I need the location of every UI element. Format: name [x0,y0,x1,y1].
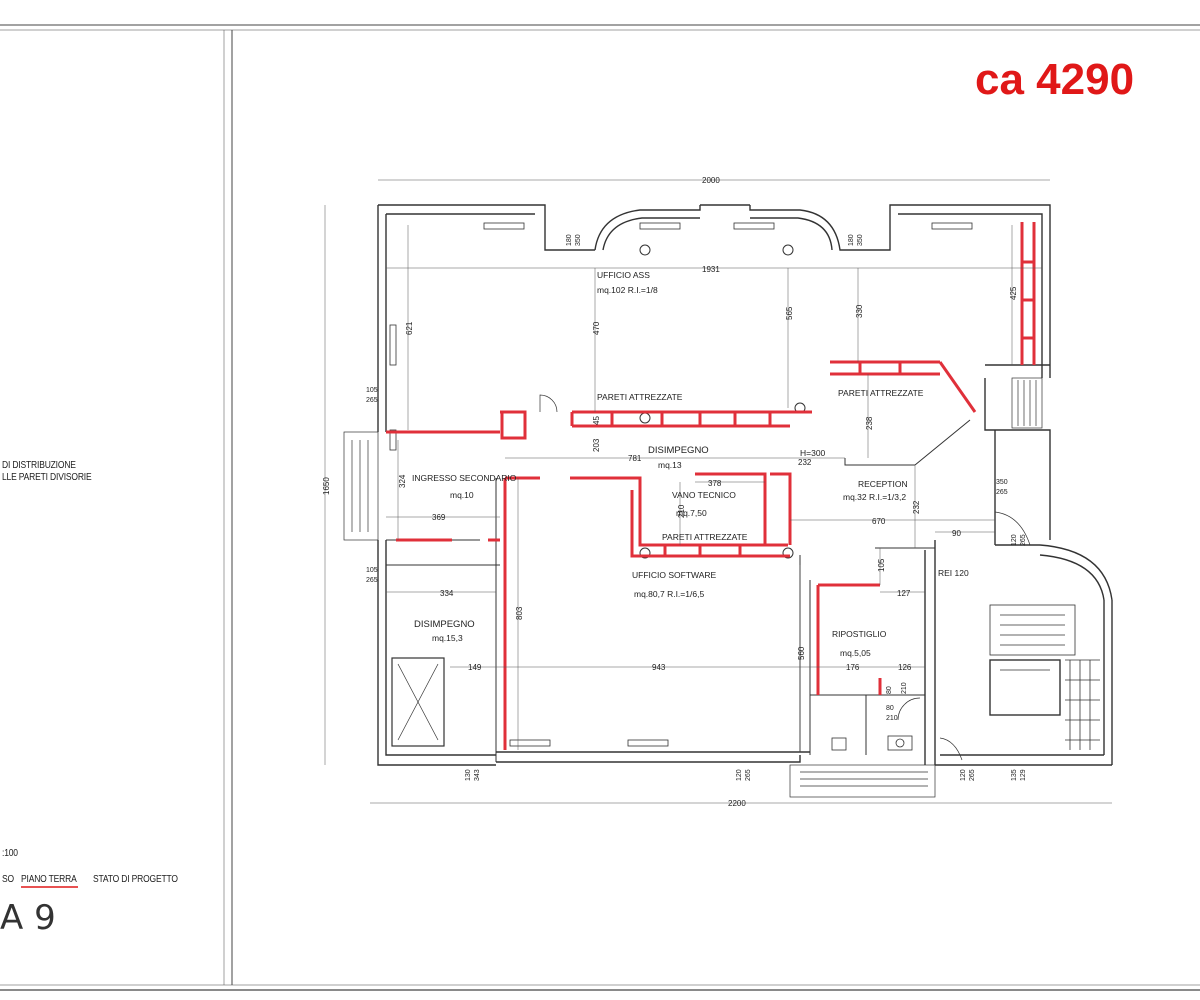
dim-334: 334 [440,589,454,598]
dim-560: 560 [797,646,806,660]
dim-803: 803 [515,606,524,620]
right-stair-top [1011,377,1043,429]
disimpegno-2-info: mq.15,3 [432,633,463,643]
dim-232-a: 232 [798,458,812,467]
dim-232-b: 232 [912,500,921,514]
dim-149: 149 [468,663,482,672]
floor-label: PIANO TERRA [21,874,77,885]
dim-425: 425 [1009,286,1018,300]
scale-label: :100 [2,848,18,859]
opening-350-b: 350 [857,234,864,246]
vano-tecnico-label: VANO TECNICO [672,490,736,500]
project-status: STATO DI PROGETTO [93,874,178,885]
dim-378: 378 [708,479,722,488]
reception-info: mq.32 R.I.=1/3,2 [843,492,906,502]
dim-126: 126 [898,663,912,672]
opening-129: 129 [1020,769,1027,781]
stairwell [989,604,1100,750]
dim-2200: 2200 [728,799,746,808]
opening-120-c: 120 [960,769,967,781]
pareti-attrezzate-label-1: PARETI ATTREZZATE [597,392,683,402]
dim-1650: 1650 [322,477,331,495]
exterior-walls [377,204,1113,766]
opening-265-f: 265 [969,769,976,781]
doors [539,394,1031,761]
ufficio-ass-info: mq.102 R.I.=1/8 [597,285,658,295]
opening-105-b: 105 [366,567,378,574]
lift [391,657,445,747]
opening-265-d: 265 [1020,534,1027,546]
dim-2000: 2000 [702,176,720,185]
opening-265-b: 265 [366,577,378,584]
opening-343: 343 [474,769,481,781]
ripostiglio-label: RIPOSTIGLIO [832,629,887,639]
opening-350-265: 350 [996,479,1008,486]
dim-210-b: 210 [901,682,908,694]
dim-176: 176 [846,663,860,672]
disimpegno-label: DISIMPEGNO [648,445,709,456]
dim-210-c: 210 [886,715,898,722]
disimpegno-info: mq.13 [658,460,682,470]
dim-127: 127 [897,589,911,598]
ripostiglio-info: mq.5,05 [840,648,871,658]
dim-80-a: 80 [886,686,893,694]
area-label: ca 4290 [975,55,1135,104]
opening-120-b: 120 [736,769,743,781]
opening-180-a: 180 [566,234,573,246]
sheet-number: A 9 [0,898,56,938]
dimension-lines [324,179,1112,804]
opening-180-b: 180 [848,234,855,246]
sheet-frame [0,24,1200,991]
legend-line-1: DI DISTRIBUZIONE [2,460,76,471]
dim-238: 238 [865,416,874,430]
opening-265-e: 265 [745,769,752,781]
vano-tecnico-info: mq.7,50 [676,508,707,518]
entrance-steps [343,431,379,541]
ingresso-label: INGRESSO SECONDARIO [412,473,517,483]
partitions [386,222,1036,750]
dim-210: 210 [677,504,686,518]
bottom-steps [789,764,936,798]
bathroom-fixtures [831,735,913,751]
opening-265-a: 265 [366,397,378,404]
ufficio-ass-label: UFFICIO ASS [597,270,650,280]
ufficio-software-label: UFFICIO SOFTWARE [632,570,717,580]
pareti-attrezzate-label-2: PARETI ATTREZZATE [838,388,924,398]
dim-1931: 1931 [702,265,720,274]
windows [389,222,973,747]
floor-prefix: SO [2,874,14,885]
ufficio-software-info: mq.80,7 R.I.=1/6,5 [634,589,704,599]
dim-203: 203 [592,438,601,452]
legend-line-2: LLE PARETI DIVISORIE [2,472,92,483]
dim-470: 470 [592,321,601,335]
dim-621: 621 [405,321,414,335]
dim-45: 45 [592,416,601,425]
dim-330: 330 [855,304,864,318]
opening-350-a: 350 [575,234,582,246]
reception-label: RECEPTION [858,479,908,489]
opening-265-c: 265 [996,489,1008,496]
dim-369: 369 [432,513,446,522]
dim-565: 565 [785,306,794,320]
dim-80-b: 80 [886,705,894,712]
height-label: H=300 [800,448,826,458]
opening-105-a: 105 [366,387,378,394]
dim-324: 324 [398,474,407,488]
dim-90: 90 [952,529,961,538]
dim-105: 105 [877,558,886,572]
dim-943: 943 [652,663,666,672]
pareti-attrezzate-label-3: PARETI ATTREZZATE [662,532,748,542]
dim-781: 781 [628,454,642,463]
opening-135: 135 [1011,769,1018,781]
rei-label: REI 120 [938,568,969,578]
opening-130: 130 [465,769,472,781]
opening-120-a: 120 [1011,534,1018,546]
disimpegno-2-label: DISIMPEGNO [414,619,475,630]
dim-670: 670 [872,517,886,526]
ingresso-info: mq.10 [450,490,474,500]
